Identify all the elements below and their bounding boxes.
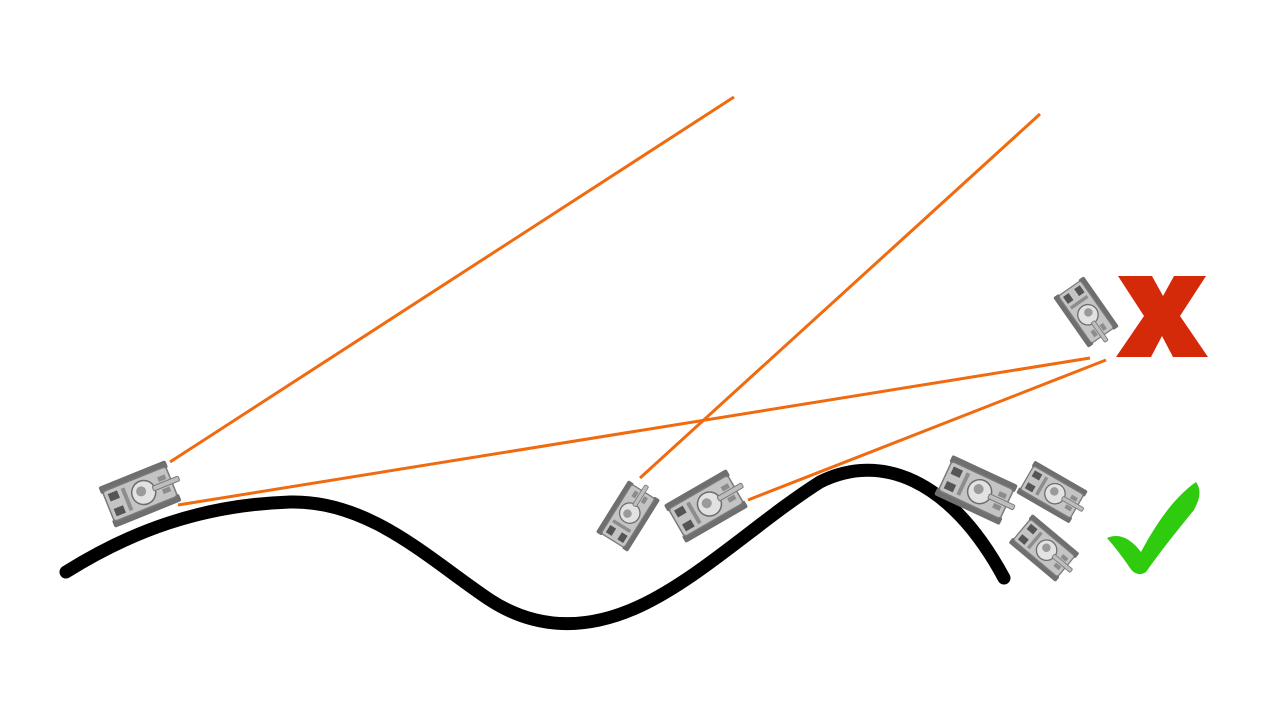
- tank-icon: [1007, 513, 1085, 586]
- tank-icon: [663, 465, 755, 544]
- x-mark-icon: [1116, 276, 1208, 357]
- tank-icon: [933, 454, 1025, 529]
- tank-icon: [1052, 275, 1123, 353]
- sight-line: [177, 356, 1091, 507]
- check-mark-icon: [1107, 482, 1200, 575]
- terrain-ridge-line: [59, 463, 1011, 631]
- sight-line: [169, 95, 735, 464]
- tank-icon: [595, 475, 664, 553]
- sight-line: [747, 358, 1107, 502]
- sight-line: [638, 112, 1042, 480]
- tank-icon: [1015, 459, 1093, 527]
